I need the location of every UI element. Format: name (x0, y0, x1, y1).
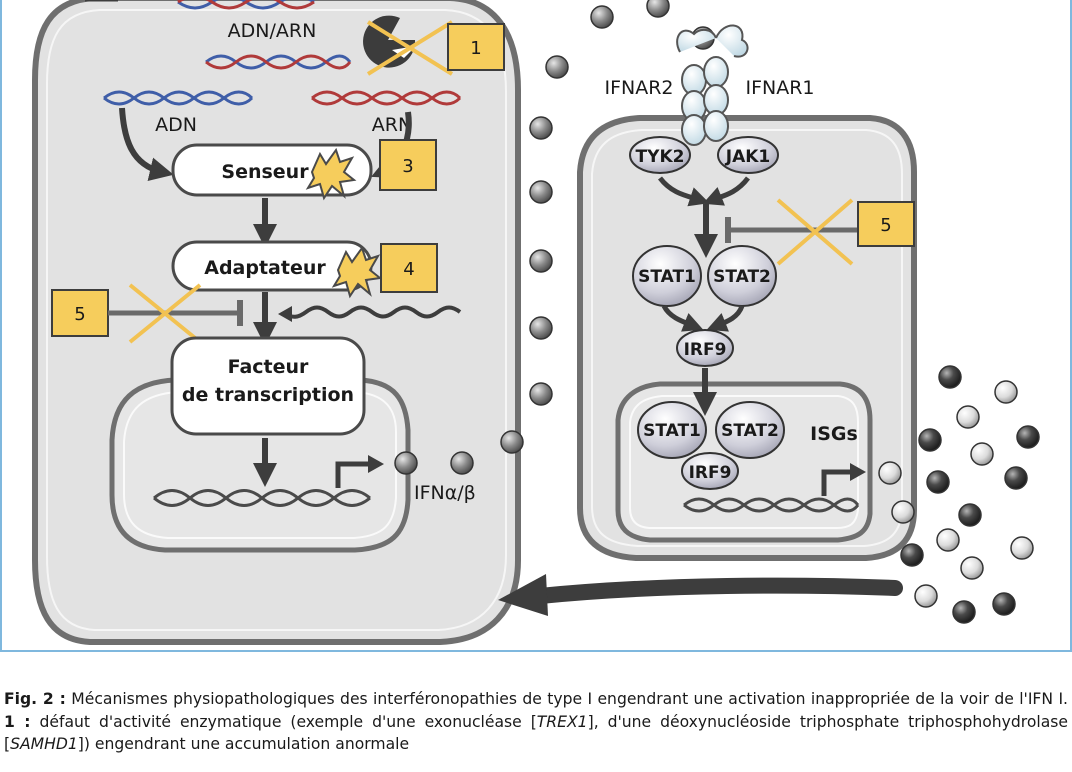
caption-samhd1: SAMHD1 (10, 735, 78, 753)
isgf3-stat2: STAT2 (715, 401, 785, 459)
svg-text:STAT2: STAT2 (713, 267, 771, 287)
svg-text:IRF9: IRF9 (689, 463, 732, 483)
svg-text:STAT2: STAT2 (721, 421, 779, 441)
label-ifnar1: IFNAR1 (745, 77, 814, 99)
ifn-ball (500, 430, 524, 454)
mutation-burst-sensor (305, 147, 357, 201)
isgf3-irf9: IRF9 (681, 452, 739, 490)
nucleus-dna-helix-right (683, 497, 860, 513)
badge-5-left: 5 (51, 289, 109, 337)
badge-4: 4 (380, 243, 438, 293)
stat2-protein: STAT2 (707, 245, 777, 307)
label-dna-rna: ADN/ARN (228, 20, 317, 42)
svg-text:STAT1: STAT1 (643, 421, 701, 441)
tyk2-protein: TYK2 (629, 136, 691, 174)
nucleus-dna-helix-left (153, 489, 371, 507)
caption-item1-b: ], d'une déoxynucléoside triphosphate tr… (4, 712, 1068, 754)
label-ifn: IFNα/β (414, 482, 476, 504)
label-isgs: ISGs (810, 423, 858, 445)
label-sensor: Senseur (221, 161, 309, 183)
dna-rna-helix (205, 54, 352, 70)
wavy-signal (284, 305, 462, 319)
promoter-arrow-right (821, 469, 852, 496)
svg-text:3: 3 (402, 156, 413, 177)
isg-products (878, 365, 1040, 624)
feedback-arrowhead (498, 574, 548, 616)
mutation-burst-adaptor (331, 245, 383, 299)
isgf3-stat1: STAT1 (637, 401, 707, 459)
ifnar-receptor (676, 24, 749, 146)
svg-text:5: 5 (74, 304, 85, 325)
badge-5-right: 5 (857, 201, 915, 247)
cross-5-left (128, 283, 202, 344)
caption-intro: Mécanismes physiopathologiques des inter… (65, 690, 1068, 708)
caption-item1-a: défaut d'activité enzymatique (exemple d… (30, 712, 537, 731)
top-dna-helix (177, 0, 315, 10)
dna-helix (103, 90, 254, 106)
badge-1: 1 (447, 23, 505, 71)
feedback-arrow (532, 577, 903, 604)
svg-text:JAK1: JAK1 (725, 147, 770, 167)
label-tf-1: Facteur (228, 356, 309, 378)
svg-text:IRF9: IRF9 (684, 340, 727, 360)
rna-helix (311, 90, 462, 106)
caption-item1-c: ]) engendrant une accumulation anormale (77, 735, 410, 753)
figure-caption: Fig. 2 : Mécanismes physiopathologiques … (4, 688, 1068, 756)
label-rna: ARN (372, 114, 412, 136)
ifn-ball (450, 451, 474, 475)
svg-text:STAT1: STAT1 (638, 267, 696, 287)
figure-frame (0, 0, 1072, 652)
svg-text:TYK2: TYK2 (636, 147, 685, 167)
svg-text:1: 1 (470, 38, 481, 59)
label-tf-2: de transcription (182, 384, 354, 406)
caption-trex1: TREX1 (536, 712, 588, 731)
cross-1 (366, 20, 454, 76)
badge-3: 3 (379, 139, 437, 191)
label-dna: ADN (155, 114, 197, 136)
transcription-factor-box: Facteur de transcription (170, 336, 366, 436)
stat1-protein: STAT1 (632, 245, 702, 307)
irf9-protein: IRF9 (676, 329, 734, 367)
svg-text:4: 4 (403, 259, 414, 280)
cross-5-right (776, 198, 854, 266)
caption-fig-label: Fig. 2 : (4, 690, 66, 708)
ifn-ball (394, 451, 418, 475)
label-ifnar2: IFNAR2 (604, 77, 673, 99)
wavy-arrowhead (278, 306, 292, 322)
right-cell (577, 115, 917, 561)
caption-item1-label: 1 : (4, 712, 31, 731)
svg-text:5: 5 (880, 215, 891, 236)
jak1-protein: JAK1 (717, 136, 779, 174)
figure-panel: ADN/ARN ADN ARN Senseur 3 Adap (0, 0, 1072, 652)
label-adaptor: Adaptateur (204, 257, 326, 279)
arrow-dna-to-sensor (119, 107, 174, 181)
promoter-arrow-left (335, 461, 370, 488)
